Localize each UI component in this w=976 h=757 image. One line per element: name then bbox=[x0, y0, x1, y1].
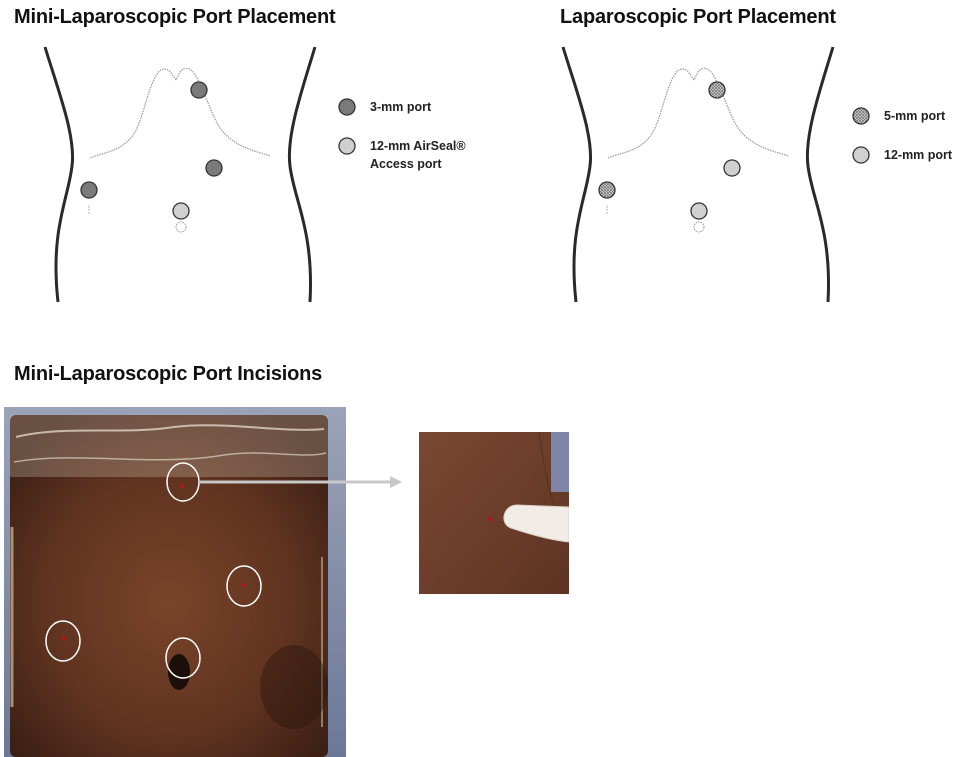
legend-3mm-port-label: 3-mm port bbox=[370, 99, 431, 115]
port-12mm-right bbox=[724, 160, 740, 176]
incision-closeup-photo bbox=[419, 432, 569, 594]
torso-left-outline bbox=[563, 47, 591, 302]
port-3mm-upper bbox=[191, 82, 207, 98]
rib-cage-outline bbox=[90, 68, 271, 158]
rib-cage-outline bbox=[608, 68, 789, 158]
umbilicus-icon bbox=[176, 222, 186, 232]
incision-upper-dot bbox=[180, 484, 184, 488]
port-3mm-left bbox=[81, 182, 97, 198]
legend-5mm-port-label: 5-mm port bbox=[884, 108, 945, 124]
legend-12mm-airseal-icon bbox=[337, 136, 357, 156]
legend-5mm-port-icon bbox=[851, 106, 871, 126]
laparoscopic-title: Laparoscopic Port Placement bbox=[560, 6, 836, 29]
laparoscopic-torso-diagram bbox=[548, 40, 888, 320]
port-5mm-left bbox=[599, 182, 615, 198]
legend-12mm-port-label: 12-mm port bbox=[884, 147, 952, 163]
incision-right-dot bbox=[242, 583, 246, 587]
legend-12mm-airseal-label-line2: Access port bbox=[370, 156, 442, 172]
mini-laparoscopic-torso-diagram bbox=[30, 40, 370, 320]
zoom-arrow bbox=[196, 472, 406, 492]
umbilicus-icon bbox=[694, 222, 704, 232]
torso-right-outline bbox=[807, 47, 833, 302]
port-12mm-umbilical bbox=[691, 203, 707, 219]
legend-3mm-port-icon bbox=[337, 97, 357, 117]
legend-12mm-airseal-label: 12-mm AirSeal® bbox=[370, 138, 466, 154]
incisions-title: Mini-Laparoscopic Port Incisions bbox=[14, 363, 322, 386]
port-5mm-upper bbox=[709, 82, 725, 98]
port-12mm-airseal-umbilical bbox=[173, 203, 189, 219]
mini-laparoscopic-title: Mini-Laparoscopic Port Placement bbox=[14, 6, 335, 29]
legend-12mm-port-icon bbox=[851, 145, 871, 165]
torso-right-outline bbox=[289, 47, 315, 302]
abdomen-incisions-photo bbox=[4, 407, 346, 757]
closeup-incision-dot bbox=[488, 517, 492, 521]
torso-left-outline bbox=[45, 47, 73, 302]
incision-left-dot bbox=[62, 636, 66, 640]
port-3mm-right bbox=[206, 160, 222, 176]
